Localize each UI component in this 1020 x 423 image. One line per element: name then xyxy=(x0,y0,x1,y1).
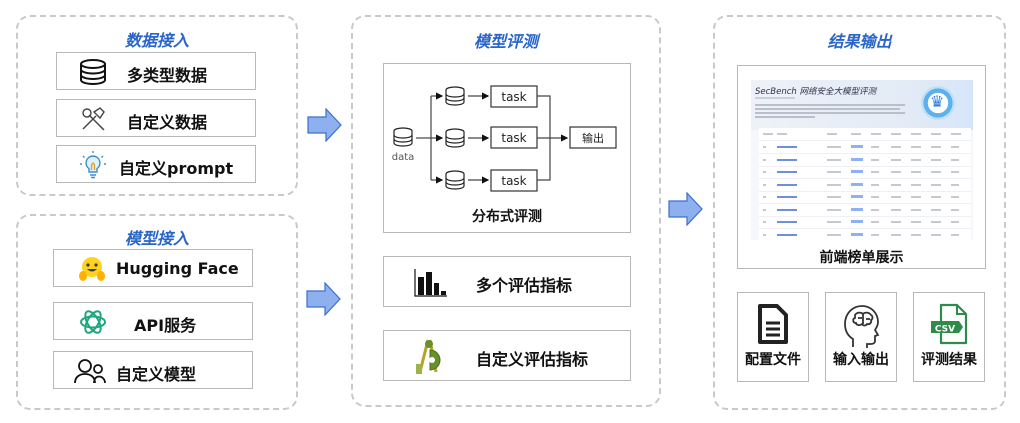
hugging-face-icon xyxy=(78,255,106,283)
model-item-api-service[interactable]: API服务 xyxy=(53,302,253,340)
task-label: task xyxy=(501,174,526,188)
document-icon xyxy=(738,303,808,345)
eval-item-custom-metrics[interactable]: 自定义评估指标 xyxy=(383,330,631,381)
openai-icon xyxy=(78,307,108,337)
eval-item-multi-metrics[interactable]: 多个评估指标 xyxy=(383,256,631,307)
file-card-label: 配置文件 xyxy=(745,352,801,368)
shard-db-icon xyxy=(445,86,465,106)
leaderboard-row xyxy=(759,229,971,241)
shard-db-icon xyxy=(445,170,465,190)
leaderboard-screenshot-title: SecBench 网络安全大模型评测 xyxy=(755,87,877,97)
data-item-multi-type[interactable]: 多类型数据 xyxy=(56,52,256,90)
flow-arrow-eval-to-output xyxy=(668,192,703,226)
leaderboard-row xyxy=(759,154,971,167)
leaderboard-header: SecBench 网络安全大模型评测 xyxy=(751,80,973,130)
model-input-title: 模型接入 xyxy=(124,229,189,248)
model-input-panel: 模型接入 Hugging Face API服务 自定义模型 xyxy=(16,214,298,410)
model-eval-panel: 模型评测 data task task task xyxy=(351,15,661,407)
file-card-label: 输入输出 xyxy=(833,352,889,368)
data-input-title: 数据接入 xyxy=(124,31,189,50)
leaderboard-row xyxy=(759,166,971,179)
leaderboard-row xyxy=(759,179,971,192)
task-label: task xyxy=(501,131,526,145)
model-eval-title: 模型评测 xyxy=(473,32,538,51)
brain-head-icon xyxy=(826,303,896,349)
database-icon xyxy=(79,59,107,85)
crown-badge-icon xyxy=(921,86,955,120)
leaderboard-row xyxy=(759,191,971,204)
data-item-label: 多类型数据 xyxy=(127,66,208,85)
distributed-eval-caption: 分布式评测 xyxy=(472,209,542,225)
leaderboard-table xyxy=(759,128,971,240)
tools-icon xyxy=(79,105,107,133)
model-item-hugging-face[interactable]: Hugging Face xyxy=(53,249,253,287)
flow-arrow-data-to-eval xyxy=(307,108,342,142)
eval-item-label: 自定义评估指标 xyxy=(476,350,589,369)
leaderboard-row xyxy=(759,216,971,229)
model-item-label: API服务 xyxy=(134,316,197,335)
data-input-panel: 数据接入 多类型数据 自定义数据 自定义prompt xyxy=(16,15,298,196)
eval-item-label: 多个评估指标 xyxy=(476,276,573,295)
leaderboard-caption: 前端榜单展示 xyxy=(819,250,904,266)
io-card[interactable]: 输入输出 xyxy=(825,292,897,382)
leaderboard-header-row xyxy=(759,128,971,141)
output-box xyxy=(569,126,617,149)
output-label: 输出 xyxy=(582,131,604,145)
result-output-title: 结果输出 xyxy=(827,32,892,51)
data-source-label: data xyxy=(392,152,415,163)
lightbulb-icon xyxy=(79,150,107,180)
csv-file-icon: CSV xyxy=(914,303,984,347)
leaderboard-row xyxy=(759,204,971,217)
distributed-eval-diagram: data task task task 输出 分布式评测 xyxy=(383,63,631,233)
data-item-custom-prompt[interactable]: 自定义prompt xyxy=(56,145,256,183)
data-item-label: 自定义prompt xyxy=(119,159,234,178)
data-item-custom-data[interactable]: 自定义数据 xyxy=(56,99,256,137)
flow-arrow-model-to-eval xyxy=(306,282,341,316)
eval-result-card[interactable]: CSV 评测结果 xyxy=(913,292,985,382)
model-item-label: 自定义模型 xyxy=(116,365,197,384)
data-source-db-icon xyxy=(393,127,413,147)
compass-ruler-icon xyxy=(414,338,448,376)
model-item-label: Hugging Face xyxy=(116,259,239,278)
bar-chart-icon xyxy=(414,269,448,297)
users-icon xyxy=(74,357,106,385)
result-output-panel: 结果输出 xyxy=(713,15,1006,410)
model-item-custom-model[interactable]: 自定义模型 xyxy=(53,351,253,389)
distributed-flow: data task task task 输出 xyxy=(392,85,617,192)
csv-label: CSV xyxy=(935,325,955,335)
leaderboard-row xyxy=(759,141,971,154)
file-card-label: 评测结果 xyxy=(921,352,977,368)
leaderboard-screenshot: SecBench 网络安全大模型评测 xyxy=(751,80,973,240)
task-label: task xyxy=(501,90,526,104)
config-file-card[interactable]: 配置文件 xyxy=(737,292,809,382)
data-item-label: 自定义数据 xyxy=(127,113,208,132)
shard-db-icon xyxy=(445,128,465,148)
